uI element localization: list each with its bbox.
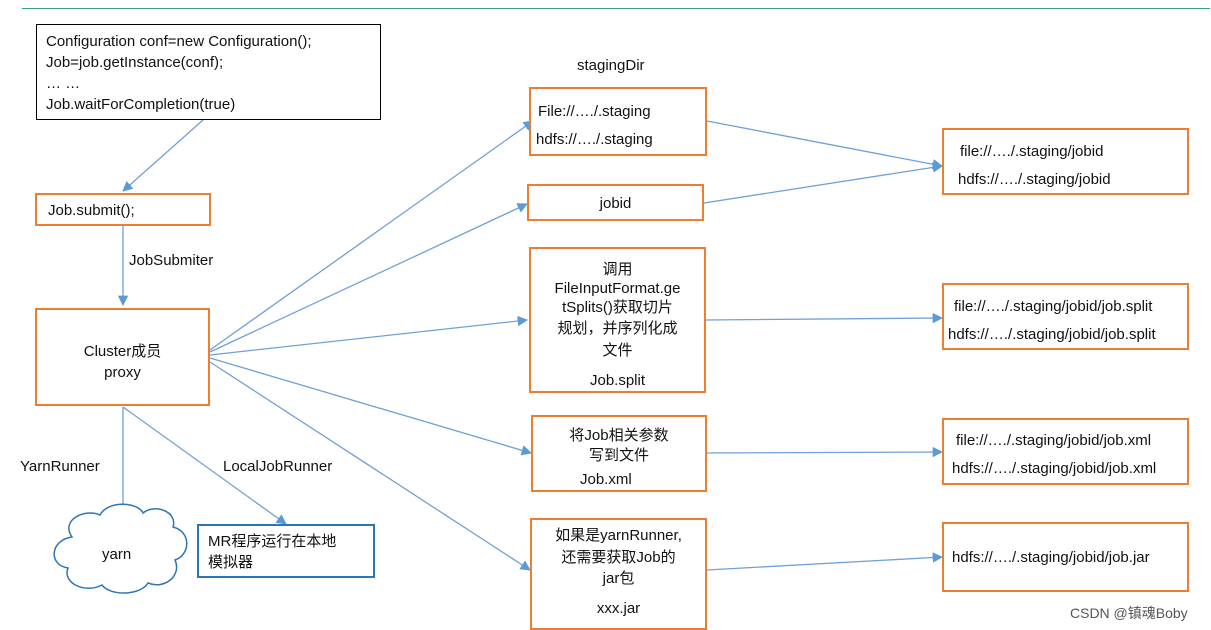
submit-box: Job.submit(); xyxy=(35,193,211,226)
arrow-cluster-to-xml xyxy=(209,357,532,456)
jar-line-3: jar包 xyxy=(602,570,635,587)
split-line-2: FileInputFormat.ge xyxy=(554,280,681,297)
local-simulator-box: MR程序运行在本地 模拟器 xyxy=(197,524,375,578)
split-line-5: 文件 xyxy=(602,342,633,359)
result-xml-line-1: file://…./.staging/jobid/job.xml xyxy=(956,432,1152,449)
submit-text: Job.submit(); xyxy=(48,202,135,219)
arrow-cluster-to-jar xyxy=(209,361,531,571)
localjobrunner-label: LocalJobRunner xyxy=(223,458,333,475)
arrow-cluster-to-staging xyxy=(209,120,534,351)
jobid-box: jobid xyxy=(527,184,704,221)
split-line-4: 规划，并序列化成 xyxy=(557,320,678,337)
arrow-jar-to-result xyxy=(706,552,944,571)
split-line-6: Job.split xyxy=(589,372,646,389)
code-line-1: Configuration conf=new Configuration(); xyxy=(46,33,312,50)
yarnrunner-label: YarnRunner xyxy=(20,458,100,475)
xml-box: 将Job相关参数 写到文件 Job.xml xyxy=(531,415,707,492)
xml-line-3: Job.xml xyxy=(580,471,632,488)
arrow-cluster-to-jobid xyxy=(209,203,528,353)
result-xml-line-2: hdfs://…./.staging/jobid/job.xml xyxy=(952,460,1157,477)
result-split-box: file://…./.staging/jobid/job.split hdfs:… xyxy=(942,283,1189,350)
result-jar-line-1: hdfs://…./.staging/jobid/job.jar xyxy=(952,549,1150,566)
code-box: Configuration conf=new Configuration(); … xyxy=(36,24,381,120)
cluster-line-1: Cluster成员 xyxy=(83,343,162,360)
cluster-box: Cluster成员 proxy xyxy=(35,308,210,406)
arrow-cluster-to-split xyxy=(209,315,529,356)
arrow-split-to-result xyxy=(705,312,944,324)
staging-box: File://…./.staging hdfs://…./.staging xyxy=(529,87,707,156)
jar-line-4: xxx.jar xyxy=(596,600,641,617)
yarn-cloud-label: yarn xyxy=(102,546,132,563)
staging-line-2: hdfs://…./.staging xyxy=(536,131,653,148)
arrow-jobid-to-result xyxy=(703,162,944,204)
xml-line-1: 将Job相关参数 xyxy=(569,427,669,444)
split-line-3: tSplits()获取切片 xyxy=(562,299,673,316)
arrow-cluster-to-local xyxy=(122,406,287,525)
arrow-xml-to-result xyxy=(706,446,944,458)
local-line-1: MR程序运行在本地 xyxy=(208,533,337,550)
staging-title: stagingDir xyxy=(577,57,645,74)
code-line-2: Job=job.getInstance(conf); xyxy=(46,54,224,71)
result-jobid-box: file://…./.staging/jobid hdfs://…./.stag… xyxy=(942,128,1189,195)
local-line-2: 模拟器 xyxy=(208,554,254,571)
staging-line-1: File://…./.staging xyxy=(538,103,651,120)
watermark: CSDN @镇魂Boby xyxy=(1070,605,1188,621)
code-line-4: Job.waitForCompletion(true) xyxy=(46,96,236,113)
jobid-text: jobid xyxy=(599,195,632,212)
jar-line-2: 还需要获取Job的 xyxy=(561,549,676,566)
xml-line-2: 写到文件 xyxy=(588,447,649,464)
split-box: 调用 FileInputFormat.ge tSplits()获取切片 规划，并… xyxy=(529,247,706,393)
split-line-1: 调用 xyxy=(602,261,633,278)
result-split-line-1: file://…./.staging/jobid/job.split xyxy=(954,298,1153,315)
result-xml-box: file://…./.staging/jobid/job.xml hdfs://… xyxy=(942,418,1189,485)
result-jobid-line-1: file://…./.staging/jobid xyxy=(960,143,1104,160)
result-jar-box: hdfs://…./.staging/jobid/job.jar xyxy=(942,522,1189,592)
result-split-line-2: hdfs://…./.staging/jobid/job.split xyxy=(948,326,1156,343)
result-jobid-line-2: hdfs://…./.staging/jobid xyxy=(958,171,1111,188)
top-rule xyxy=(22,8,1210,9)
cluster-line-2: proxy xyxy=(104,364,141,381)
jar-box: 如果是yarnRunner, 还需要获取Job的 jar包 xxx.jar xyxy=(530,518,707,630)
jobsubmiter-label: JobSubmiter xyxy=(129,252,214,269)
yarn-cloud-shape xyxy=(53,503,188,594)
arrow-staging-to-result xyxy=(706,120,944,170)
jar-line-1: 如果是yarnRunner, xyxy=(555,527,682,544)
arrow-code-to-submit xyxy=(122,119,204,192)
code-line-3: … … xyxy=(46,75,81,92)
